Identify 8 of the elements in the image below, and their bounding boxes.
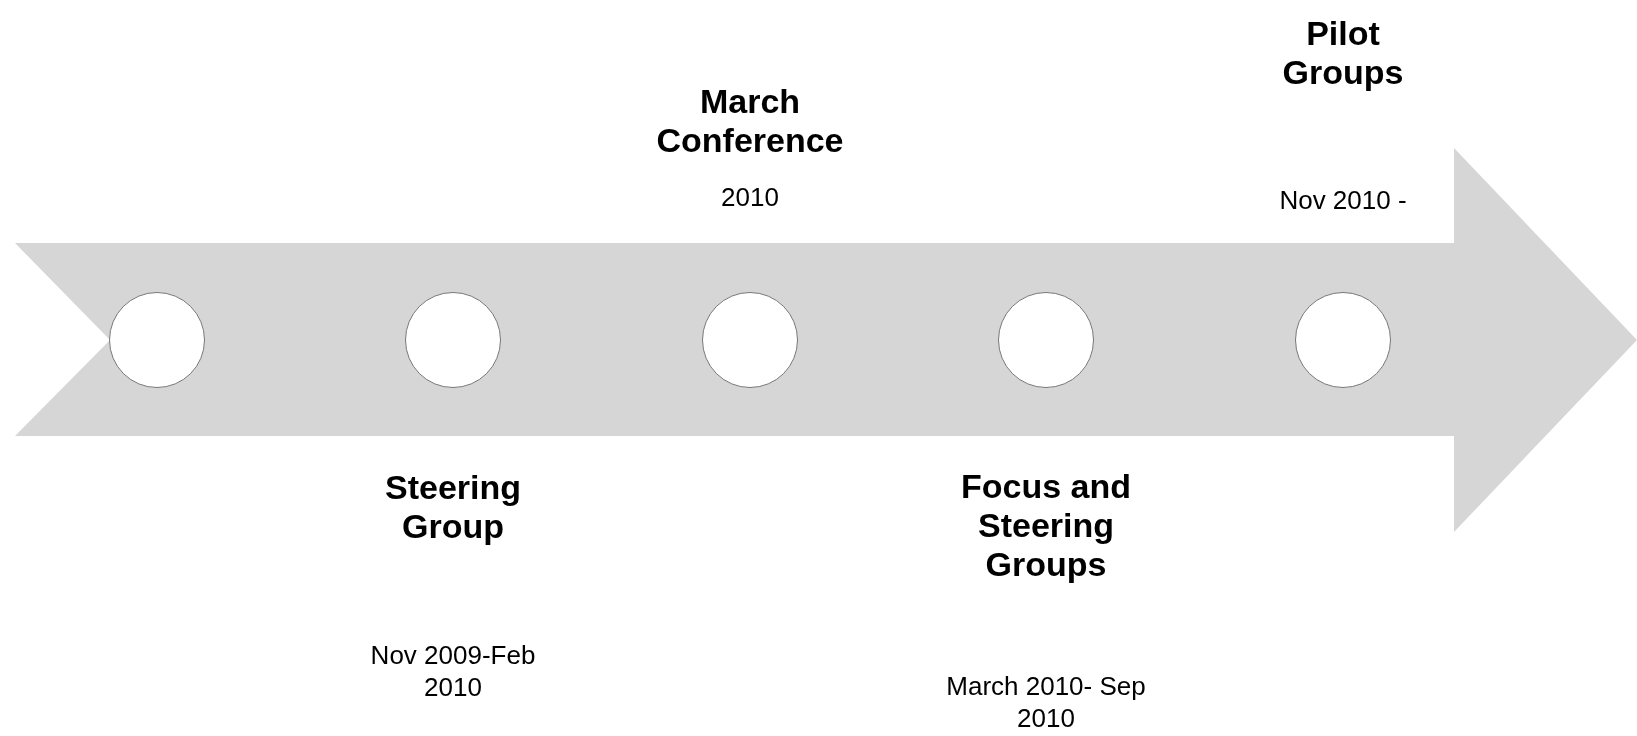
milestone-title: Pilot Groups [1281,14,1405,92]
milestone-date: Nov 2009-Feb 2010 [369,640,537,704]
milestone-title: Focus and Steering Groups [960,466,1132,584]
milestone-date: Nov 2010 - [1278,185,1408,217]
milestone-title: March Conference [655,82,845,160]
milestone-title: Steering Group [383,468,522,546]
milestone-date: March 2010- Sep 2010 [946,671,1146,735]
milestone-date: 2010 [720,182,780,214]
